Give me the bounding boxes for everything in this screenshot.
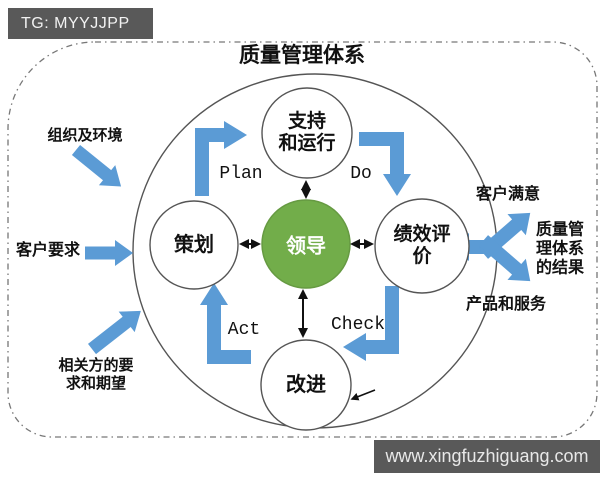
org-env-arrow	[71, 144, 122, 187]
plan-arrow	[195, 121, 247, 196]
check-label: Check	[330, 315, 386, 335]
leader-node-label: 领导	[286, 235, 326, 258]
support-node-label: 支持 和运行	[278, 111, 335, 155]
input-org-env-label: 组织及环境	[47, 127, 123, 144]
improvement-node-label: 改进	[286, 374, 326, 396]
input-stakeholder-label: 相关方的要 求和期望	[58, 357, 133, 393]
do-arrow	[359, 132, 411, 196]
check-arrow	[343, 286, 399, 361]
stakeholder-line2: 求和期望	[65, 375, 127, 392]
website-badge: www.xingfuzhiguang.com	[374, 440, 600, 473]
support-line1: 支持	[287, 111, 327, 132]
website-text: www.xingfuzhiguang.com	[385, 446, 589, 466]
planning-node-label: 策划	[174, 234, 214, 256]
output-results-label: 质量管 理体系 的结果	[536, 221, 584, 278]
act-arrow	[200, 283, 251, 364]
cycle-direction-arrow	[350, 389, 376, 401]
support-line2: 和运行	[278, 133, 336, 154]
results-line3: 的结果	[535, 259, 585, 277]
results-line1: 质量管	[535, 221, 585, 239]
act-label: Act	[227, 320, 261, 340]
evaluation-circle	[374, 198, 470, 294]
results-line2: 理体系	[535, 240, 585, 258]
support-circle	[261, 87, 353, 179]
plan-label: Plan	[219, 164, 263, 184]
input-customer-req-label: 客户要求	[15, 242, 81, 259]
output-satisfaction-label: 客户满意	[475, 186, 541, 203]
tg-watermark-badge: TG: MYYJJPP	[8, 8, 153, 39]
output-products-label: 产品和服务	[465, 296, 547, 313]
planning-circle	[149, 200, 239, 290]
do-label: Do	[350, 164, 372, 184]
evaluation-line2: 价	[412, 246, 432, 267]
improvement-circle	[260, 339, 352, 431]
stakeholder-line1: 相关方的要	[58, 357, 134, 374]
evaluation-node-label: 绩效评 价	[393, 224, 450, 268]
evaluation-line1: 绩效评	[393, 224, 451, 245]
page-title: 质量管理体系	[239, 44, 365, 67]
customer-req-arrow	[85, 240, 133, 266]
stakeholder-arrow	[87, 310, 141, 355]
tg-watermark-text: TG: MYYJJPP	[21, 14, 130, 32]
